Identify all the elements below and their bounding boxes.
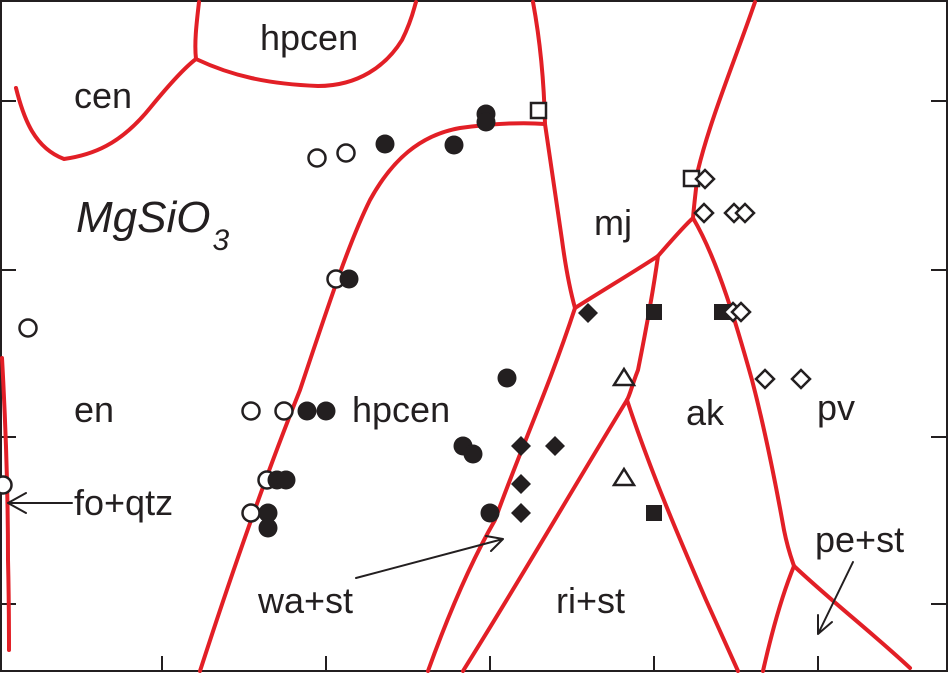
phase-boundaries: [0, 0, 912, 673]
boundary-mj-pv: [691, 0, 757, 220]
filled-circle: [497, 368, 517, 388]
open-diamond: [734, 202, 756, 224]
arrow-fo-qtz: [7, 492, 73, 514]
filled-diamond: [545, 436, 565, 456]
arrow-pe-st: [817, 561, 854, 635]
filled-circle: [463, 444, 483, 464]
arrow-wa-st: [355, 535, 504, 579]
filled-square: [646, 304, 662, 320]
open-circle: [307, 148, 327, 168]
boundary-fo-qtz: [0, 356, 11, 652]
filled-square: [646, 505, 662, 521]
open-diamond: [790, 368, 812, 390]
filled-square: [714, 304, 730, 320]
boundary-pe-st: [792, 564, 912, 670]
boundary-mj-ak: [625, 254, 660, 402]
open-triangle-markers: [611, 366, 637, 487]
open-circle: [336, 143, 356, 163]
open-circle: [241, 401, 261, 421]
open-circle: [241, 503, 261, 523]
filled-circle: [258, 503, 278, 523]
filled-circle: [316, 401, 336, 421]
boundary-ri-ak: [625, 398, 740, 673]
label-pv: pv: [817, 387, 855, 428]
filled-circle: [339, 269, 359, 289]
label-ri-st: ri+st: [556, 580, 625, 621]
open-square: [529, 101, 548, 120]
open-circle: [18, 318, 38, 338]
filled-diamond: [511, 474, 531, 494]
open-diamond: [694, 168, 716, 190]
boundary-wa-ri: [461, 398, 629, 673]
filled-circle: [297, 401, 317, 421]
filled-circle: [480, 503, 500, 523]
open-triangle: [611, 466, 637, 487]
title-subscript: 3: [212, 224, 229, 257]
open-triangle: [611, 366, 637, 387]
annotation-arrows: [7, 492, 854, 635]
filled-diamond: [511, 436, 531, 456]
boundary-cen-hpcen-upper: [193, 0, 201, 61]
filled-diamond: [578, 303, 598, 323]
diagram-title: MgSiO3: [76, 193, 229, 257]
boundary-mj-lower: [573, 216, 695, 310]
boundary-hpcen-top: [194, 0, 418, 88]
boundary-hpcen-mj: [531, 0, 577, 310]
open-circle: [0, 475, 13, 495]
label-mj: mj: [594, 202, 632, 243]
boundary-ak-pv: [691, 216, 796, 568]
title-formula: MgSiO: [76, 193, 210, 242]
filled-diamond-markers: [511, 303, 598, 523]
boundary-pv-pe: [761, 564, 796, 673]
filled-circle: [375, 134, 395, 154]
filled-circle: [444, 135, 464, 155]
open-circle: [274, 401, 294, 421]
label-pe-st: pe+st: [815, 519, 904, 560]
filled-circle: [258, 518, 278, 538]
label-ak: ak: [686, 392, 725, 433]
open-square-markers: [529, 101, 701, 188]
boundary-cen-hpcen-lower: [14, 57, 198, 161]
open-diamond: [730, 301, 752, 323]
filled-circle: [476, 112, 496, 132]
filled-circle: [276, 470, 296, 490]
open-diamond: [754, 368, 776, 390]
label-hpcen-top: hpcen: [260, 17, 358, 58]
label-wa-st: wa+st: [257, 580, 353, 621]
label-en: en: [74, 389, 114, 430]
filled-circle-markers: [258, 104, 517, 538]
filled-square-markers: [646, 304, 730, 521]
open-diamond-markers: [693, 168, 812, 390]
label-hpcen-mid: hpcen: [352, 389, 450, 430]
boundary-hpcen-wa: [426, 306, 577, 673]
label-cen: cen: [74, 75, 132, 116]
open-diamond: [693, 202, 715, 224]
filled-diamond: [511, 503, 531, 523]
label-fo-qtz: fo+qtz: [74, 482, 173, 523]
